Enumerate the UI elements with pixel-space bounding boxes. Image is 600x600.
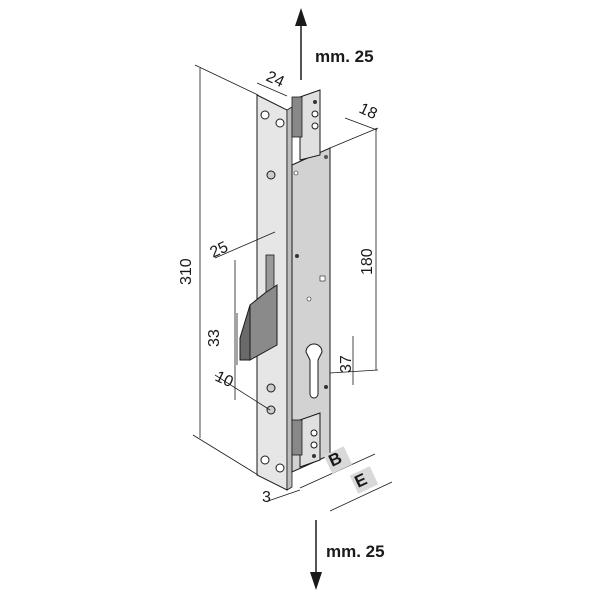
- bottom-travel-arrow: [310, 520, 322, 590]
- dim-hook-projection: 25: [208, 239, 231, 262]
- entry-label-bg: [349, 466, 379, 494]
- dim-case-height: 180: [359, 248, 376, 275]
- dim-hook-height: 33: [206, 329, 223, 347]
- top-travel-arrow: [295, 8, 307, 80]
- dim-case-depth: 18: [356, 100, 379, 123]
- bottom-extension-rod: [291, 412, 321, 468]
- backset-label-bg: [323, 446, 353, 474]
- dim-faceplate-thickness: 3: [262, 489, 271, 506]
- top-extension-rod: [291, 89, 321, 161]
- dimension-lines: [192, 64, 393, 512]
- lock-case: [291, 147, 331, 473]
- hook-bolt: [239, 284, 278, 361]
- top-travel-label: mm. 25: [315, 47, 374, 66]
- dim-total-height: 310: [178, 258, 195, 285]
- dim-hook-offset: 10: [212, 368, 235, 391]
- bottom-travel-label: mm. 25: [326, 542, 385, 561]
- dim-cylinder-distance: 37: [338, 355, 355, 373]
- dim-faceplate-width: 24: [263, 68, 286, 91]
